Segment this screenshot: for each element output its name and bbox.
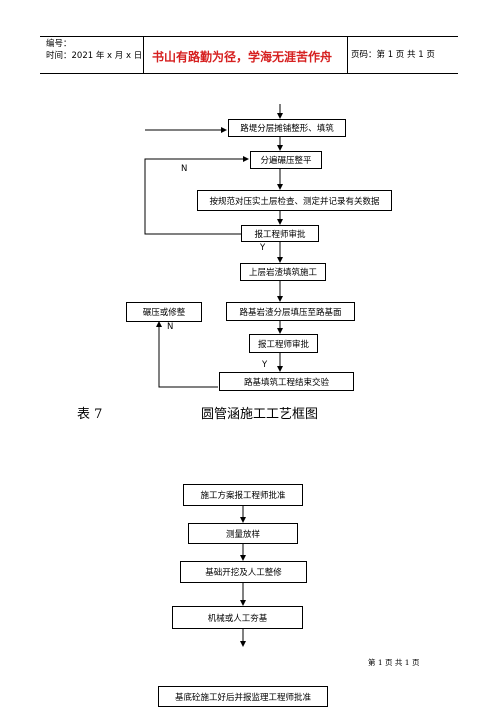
step-foundation-tamping: 机械或人工夯基: [172, 606, 303, 629]
label-y-2: Y: [262, 360, 268, 370]
step-layered-filling-to-surface: 路基岩渣分层填压至路基面: [226, 302, 355, 321]
step-engineer-approval-2: 报工程师审批: [249, 334, 318, 353]
time-label: 时间：2021 年 x 月 x 日: [46, 51, 143, 61]
step-compaction-check: 按规范对压实土层检查、测定并记录有关数据: [197, 190, 392, 211]
step-completion-handover: 路基填筑工程结束交验: [219, 372, 354, 391]
header-top-rule: [40, 36, 458, 37]
page-header: 编号： 时间：2021 年 x 月 x 日 书山有路勤为径，学海无涯苦作舟 页码…: [40, 36, 458, 74]
doc-number-label: 编号：: [46, 39, 72, 49]
step-foundation-excavation: 基础开挖及人工整修: [180, 561, 307, 583]
step-plan-approval: 施工方案报工程师批准: [183, 484, 303, 506]
step-engineer-approval-1: 报工程师审批: [241, 225, 319, 242]
step-upper-layer-filling: 上层岩渣填筑施工: [240, 263, 326, 281]
label-n-2: N: [167, 322, 174, 332]
label-y-1: Y: [260, 243, 266, 253]
side-box-rework: 碾压或修整: [126, 302, 202, 322]
step-rolling: 分遍碾压整平: [250, 151, 322, 169]
step-survey-layout: 测量放样: [188, 523, 298, 544]
page-footer: 第 1 页 共 1 页: [368, 658, 420, 667]
header-bottom-rule: [40, 73, 458, 74]
header-divider-left: [143, 36, 144, 74]
step-base-concrete-approval: 基底砼施工好后并报监理工程师批准: [158, 686, 328, 707]
page-info: 页码：第 1 页 共 1 页: [351, 50, 435, 60]
header-divider-right: [347, 36, 348, 74]
table-number: 表 7: [77, 407, 103, 422]
figure-title: 圆管涵施工工艺框图: [201, 407, 319, 422]
motto: 书山有路勤为径，学海无涯苦作舟: [152, 50, 333, 64]
step-layered-paving: 路堤分层摊铺整形、填筑: [228, 119, 346, 137]
label-n-1: N: [181, 164, 188, 174]
